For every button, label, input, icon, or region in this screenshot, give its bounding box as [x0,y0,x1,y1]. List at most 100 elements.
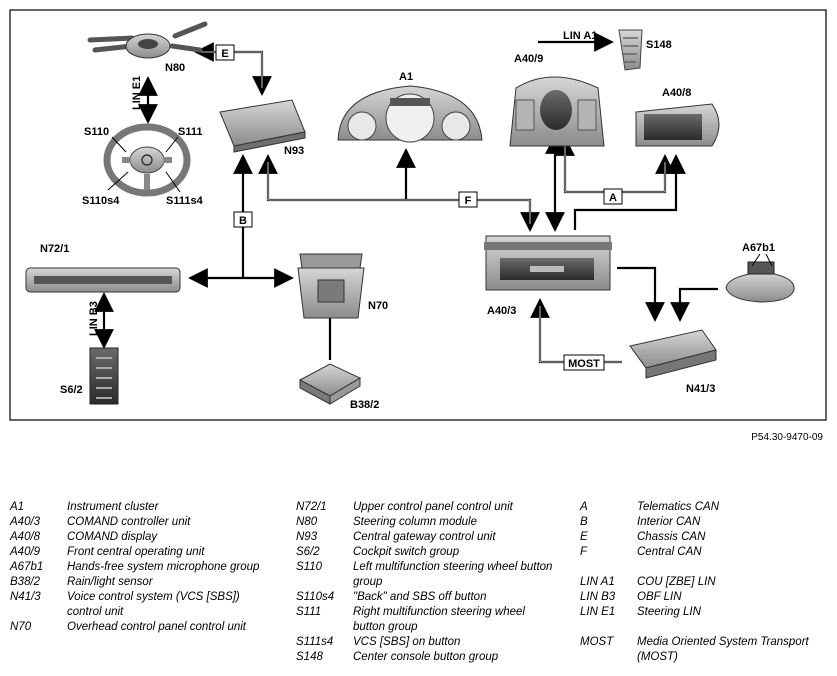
legend-code: MOST [580,636,614,648]
hands-free-microphone-a67b1 [725,261,795,303]
legend-code: S110s4 [296,591,335,603]
legend-row: A Telematics CAN [580,500,830,515]
legend-code: N80 [296,516,318,528]
legend-row: F Central CAN [580,545,830,560]
legend-description: Central gateway control unit [353,531,496,543]
legend-row: S110 Left multifunction steering wheel bu… [296,560,558,590]
legend-description: Overhead control panel control unit [67,621,246,633]
legend-row: S110s4 "Back" and SBS off button [296,590,558,605]
legend-code: N41/3 [10,591,41,603]
label-s110s4: S110s4 [82,195,120,207]
comand-controller-unit-a40-3 [484,235,612,291]
legend-row: B38/2 Rain/light sensor [10,575,270,590]
figure-reference: P54.30-9470-09 [751,432,823,443]
label-a40-8: A40/8 [662,87,691,99]
label-a40-9: A40/9 [514,53,543,65]
center-console-button-group-s148 [618,29,643,71]
label-s111: S111 [178,126,202,138]
network-diagram: E B F A MOST N80 LIN E1 S110 S111 S110s4… [9,9,827,421]
legend-description: Left multifunction steering wheel button… [353,561,553,588]
legend-description: Hands-free system microphone group [67,561,260,573]
instrument-cluster-a1 [337,85,483,143]
legend-code: LIN E1 [580,606,616,618]
upper-control-panel-n72-1 [25,267,181,293]
label-n72-1: N72/1 [40,243,69,255]
legend-code: N72/1 [296,501,327,513]
legend-description: Steering column module [353,516,478,528]
legend-description: COMAND controller unit [67,516,191,528]
bus-label-f: F [465,195,472,207]
overhead-control-panel-n70 [297,253,365,319]
legend-description: "Back" and SBS off button [353,591,487,603]
legend-description: Media Oriented System Transport (MOST) [637,636,809,663]
label-n70: N70 [368,300,388,312]
legend-code: N93 [296,531,318,543]
legend-row: N70 Overhead control panel control unit [10,620,270,635]
legend-description: Telematics CAN [637,501,720,513]
legend-code: F [580,546,588,558]
legend-code: A [580,501,588,513]
legend-row: LIN A1 COU [ZBE] LIN [580,575,830,590]
legend-row: N41/3 Voice control system (VCS [SBS]) co… [10,590,270,620]
legend-code: LIN A1 [580,576,615,588]
legend-description: Chassis CAN [637,531,706,543]
steering-column-module-n80 [87,21,208,59]
legend-description: Front central operating unit [67,546,205,558]
legend-row: N93 Central gateway control unit [296,530,558,545]
legend-code: LIN B3 [580,591,616,603]
legend-spacer [580,620,830,635]
bus-labels: E B F A MOST [215,44,623,371]
label-lin-a1: LIN A1 [563,30,597,42]
legend-code: B38/2 [10,576,41,588]
legend-code: N70 [10,621,32,633]
legend-description: Central CAN [637,546,702,558]
legend-row: A1 Instrument cluster [10,500,270,515]
label-s110: S110 [84,126,109,138]
label-n80: N80 [165,62,185,74]
legend-code: A40/8 [10,531,41,543]
label-a40-3: A40/3 [487,305,516,317]
legend-description: COU [ZBE] LIN [637,576,716,588]
legend-description: COMAND display [67,531,158,543]
legend-code: S111s4 [296,636,334,648]
front-central-operating-unit-a40-9 [509,76,605,147]
voice-control-unit-n41-3 [629,329,717,379]
legend-description: Instrument cluster [67,501,159,513]
legend-row: S111s4 VCS [SBS] on button [296,635,558,650]
legend-row: N80 Steering column module [296,515,558,530]
label-n41-3: N41/3 [686,383,715,395]
legend-code: S110 [296,561,323,573]
legend-description: VCS [SBS] on button [353,636,461,648]
legend-row: MOST Media Oriented System Transport (MOS… [580,635,830,665]
label-s6-2: S6/2 [60,384,83,396]
label-lin-e1: LIN E1 [131,76,143,110]
label-a1: A1 [399,71,413,83]
legend-description: Steering LIN [637,606,701,618]
legend-description: Voice control system (VCS [SBS]) control… [67,591,240,618]
legend-description: Interior CAN [637,516,701,528]
label-n93: N93 [284,145,304,157]
bus-label-e: E [221,48,228,60]
legend-description: Rain/light sensor [67,576,153,588]
legend-code: A1 [10,501,25,513]
legend-description: Cockpit switch group [353,546,460,558]
rain-light-sensor-b38-2 [298,363,362,405]
bus-label-a: A [609,192,617,204]
label-a67b1: A67b1 [742,242,775,254]
comand-display-a40-8 [635,103,720,147]
legend-code: S111 [296,606,322,618]
central-gateway-n93 [219,99,306,153]
label-s111s4: S111s4 [166,195,204,207]
legend-code: A67b1 [10,561,44,573]
legend-code: S148 [296,651,323,663]
legend-description: Center console button group [353,651,499,663]
